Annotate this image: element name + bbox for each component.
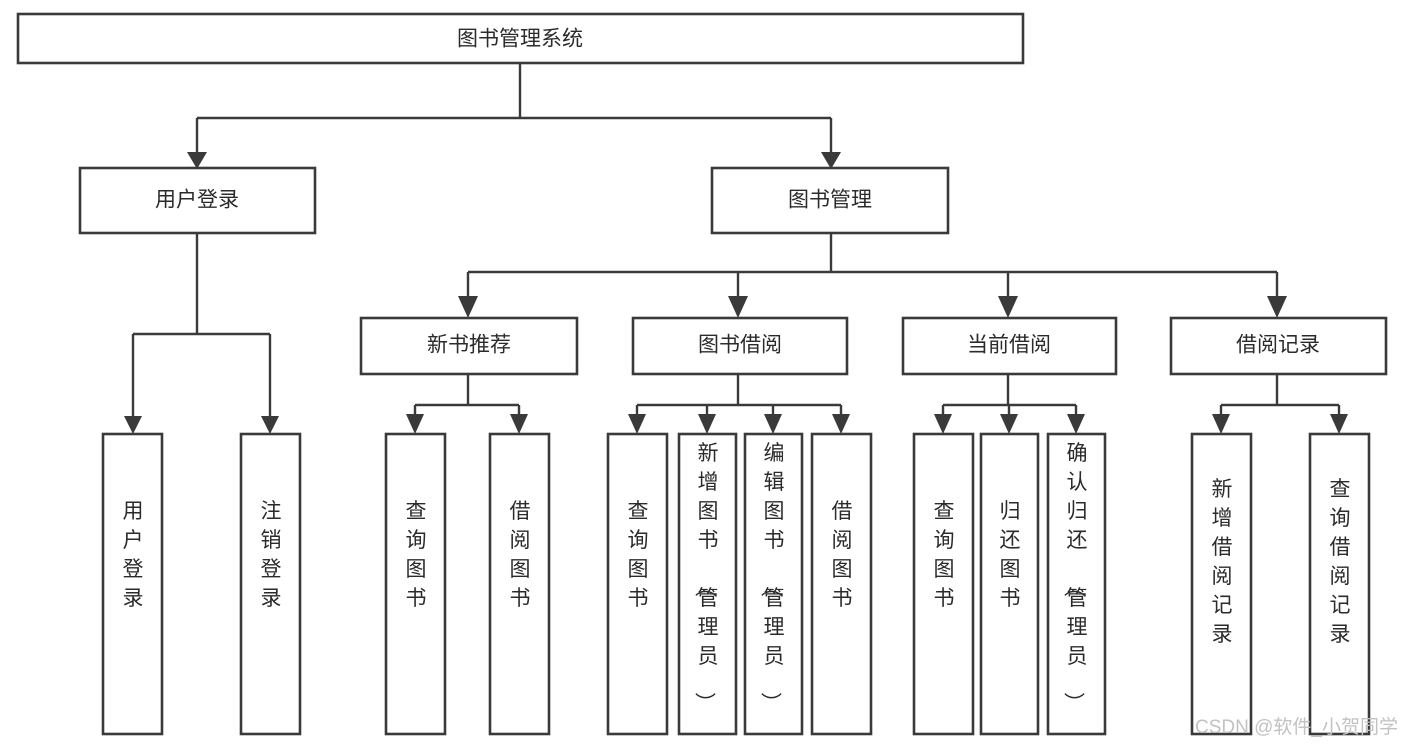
- arrow-leaf-current-borrow-3: [1067, 414, 1085, 434]
- leaf-record-add-box[interactable]: [1190, 432, 1253, 736]
- leaf-borrow-query-book[interactable]: 查询图书: [606, 432, 669, 736]
- leaf-user-login-logout-label: 注销登录: [261, 500, 282, 610]
- node-user-login-box[interactable]: [78, 166, 317, 235]
- leaf-current-query-book-box[interactable]: [912, 432, 975, 736]
- leaf-user-login-logout-box[interactable]: [239, 432, 302, 736]
- node-book-borrow-label: 图书借阅: [698, 334, 782, 357]
- leaf-borrow-edit-book-box[interactable]: [743, 432, 804, 736]
- node-new-book-recommend-box[interactable]: [359, 316, 579, 376]
- leaf-record-add[interactable]: 新增借阅记录: [1190, 432, 1253, 736]
- leaf-borrow-query-book-label: 查询图书: [628, 500, 649, 610]
- node-borrow-record-label: 借阅记录: [1236, 334, 1320, 357]
- node-user-login-label: 用户登录: [155, 189, 239, 212]
- leaf-borrow-add-book-label: 新增图书（管理员）: [693, 442, 719, 713]
- arrow-leaf-current-borrow-2: [1000, 414, 1018, 434]
- node-book-management[interactable]: 图书管理: [710, 166, 950, 235]
- leaf-borrow-edit-book-label: 编辑图书（管理员）: [759, 442, 785, 713]
- leaf-current-confirm-return-box[interactable]: [1046, 432, 1107, 736]
- arrow-leaf-new-book-1: [406, 414, 424, 434]
- node-current-borrow[interactable]: 当前借阅: [901, 316, 1118, 376]
- leaf-user-login-login[interactable]: 用户登录: [101, 432, 164, 736]
- leaf-borrow-borrow-book[interactable]: 借阅图书: [810, 432, 873, 736]
- node-new-book-recommend-label: 新书推荐: [427, 334, 511, 357]
- leaf-current-confirm-return[interactable]: 确认归还（管理员）: [1046, 432, 1107, 736]
- leaf-record-add-label: 新增借阅记录: [1212, 478, 1233, 646]
- leaf-new-book-query[interactable]: 查询图书: [384, 432, 447, 736]
- leaf-borrow-add-book[interactable]: 新增图书（管理员）: [677, 432, 738, 736]
- leaf-record-query-label: 查询借阅记录: [1330, 478, 1351, 646]
- connector-layer: [124, 63, 1348, 434]
- leaf-current-return-book[interactable]: 归还图书: [979, 432, 1040, 736]
- arrow-leaf-book-borrow-2: [698, 414, 716, 434]
- leaf-borrow-edit-book[interactable]: 编辑图书（管理员）: [743, 432, 804, 736]
- node-current-borrow-box[interactable]: [901, 316, 1118, 376]
- leaf-user-login-login-label: 用户登录: [123, 500, 144, 610]
- leaf-borrow-query-book-box[interactable]: [606, 432, 669, 736]
- leaf-current-return-book-box[interactable]: [979, 432, 1040, 736]
- node-book-borrow[interactable]: 图书借阅: [631, 316, 849, 376]
- leaf-record-query-box[interactable]: [1308, 432, 1371, 736]
- node-borrow-record-box[interactable]: [1169, 316, 1388, 376]
- arrow-leaf-book-borrow-4: [832, 414, 850, 434]
- leaf-borrow-add-book-box[interactable]: [677, 432, 738, 736]
- node-current-borrow-label: 当前借阅: [967, 334, 1051, 357]
- leaf-current-return-book-label: 归还图书: [1000, 500, 1021, 610]
- arrow-to-user-login: [187, 152, 207, 169]
- leaf-new-book-query-box[interactable]: [384, 432, 447, 736]
- leaf-current-confirm-return-label: 确认归还（管理员）: [1062, 442, 1088, 713]
- leaf-borrow-borrow-book-box[interactable]: [810, 432, 873, 736]
- leaf-new-book-query-label: 查询图书: [406, 500, 427, 610]
- leaf-new-book-borrow-label: 借阅图书: [510, 500, 531, 610]
- node-book-management-label: 图书管理: [788, 189, 872, 212]
- node-root[interactable]: 图书管理系统: [16, 12, 1025, 65]
- node-book-management-box[interactable]: [710, 166, 950, 235]
- node-root-label: 图书管理系统: [457, 28, 583, 51]
- leaf-new-book-borrow[interactable]: 借阅图书: [488, 432, 551, 736]
- arrow-leaf-new-book-2: [510, 414, 528, 434]
- arrow-leaf-book-borrow-1: [628, 414, 646, 434]
- csdn-watermark: CSDN @软件_小贺同学: [1195, 716, 1398, 738]
- arrow-leaf-current-borrow-1: [934, 414, 952, 434]
- node-new-book-recommend[interactable]: 新书推荐: [359, 316, 579, 376]
- arrow-to-new-book: [458, 296, 478, 318]
- node-book-borrow-box[interactable]: [631, 316, 849, 376]
- arrow-to-borrow-record: [1267, 296, 1287, 318]
- leaf-current-query-book[interactable]: 查询图书: [912, 432, 975, 736]
- arrow-leaf-user-login-2: [261, 416, 279, 434]
- arrow-leaf-borrow-record-1: [1212, 414, 1230, 434]
- leaf-user-login-login-box[interactable]: [101, 432, 164, 736]
- leaf-user-login-logout[interactable]: 注销登录: [239, 432, 302, 736]
- arrow-to-book-mgmt: [821, 152, 841, 169]
- arrow-to-current-borrow: [998, 296, 1018, 318]
- node-borrow-record[interactable]: 借阅记录: [1169, 316, 1388, 376]
- arrow-leaf-book-borrow-3: [764, 414, 782, 434]
- leaf-borrow-borrow-book-label: 借阅图书: [832, 500, 853, 610]
- arrow-leaf-borrow-record-2: [1330, 414, 1348, 434]
- leaf-new-book-borrow-box[interactable]: [488, 432, 551, 736]
- leaf-current-query-book-label: 查询图书: [934, 500, 955, 610]
- node-root-box[interactable]: [16, 12, 1025, 65]
- node-user-login[interactable]: 用户登录: [78, 166, 317, 235]
- leaf-record-query[interactable]: 查询借阅记录: [1308, 432, 1371, 736]
- arrow-leaf-user-login-1: [124, 416, 142, 434]
- arrow-to-book-borrow: [728, 296, 748, 318]
